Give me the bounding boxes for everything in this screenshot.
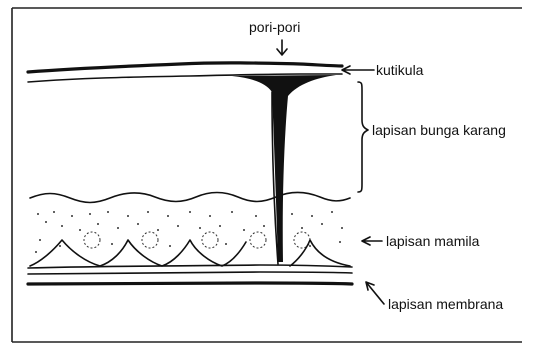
pores-label: pori-pori bbox=[249, 19, 300, 35]
cuticle-outer-line bbox=[28, 63, 342, 72]
cuticle-arrow bbox=[342, 66, 374, 74]
pore-canal bbox=[232, 75, 336, 262]
spongy-layer-bracket bbox=[358, 82, 368, 192]
cuticle-label: kutikula bbox=[376, 62, 424, 78]
membrane-inner-line bbox=[28, 265, 352, 268]
membrane-mid-line bbox=[28, 272, 352, 274]
spongy-layer-bottom-boundary bbox=[30, 193, 350, 203]
pores-arrow bbox=[277, 40, 287, 55]
membrane-arrow bbox=[366, 282, 384, 304]
mammillary-layer-label: lapisan mamila bbox=[386, 233, 480, 249]
membrane-outer-line bbox=[28, 283, 352, 284]
figure-frame bbox=[12, 8, 522, 342]
mammillary-cones bbox=[30, 240, 350, 266]
membrane-layer-label: lapisan membrana bbox=[388, 296, 503, 312]
mammillary-arrow bbox=[362, 237, 382, 245]
spongy-layer-label: lapisan bunga karang bbox=[372, 122, 506, 138]
